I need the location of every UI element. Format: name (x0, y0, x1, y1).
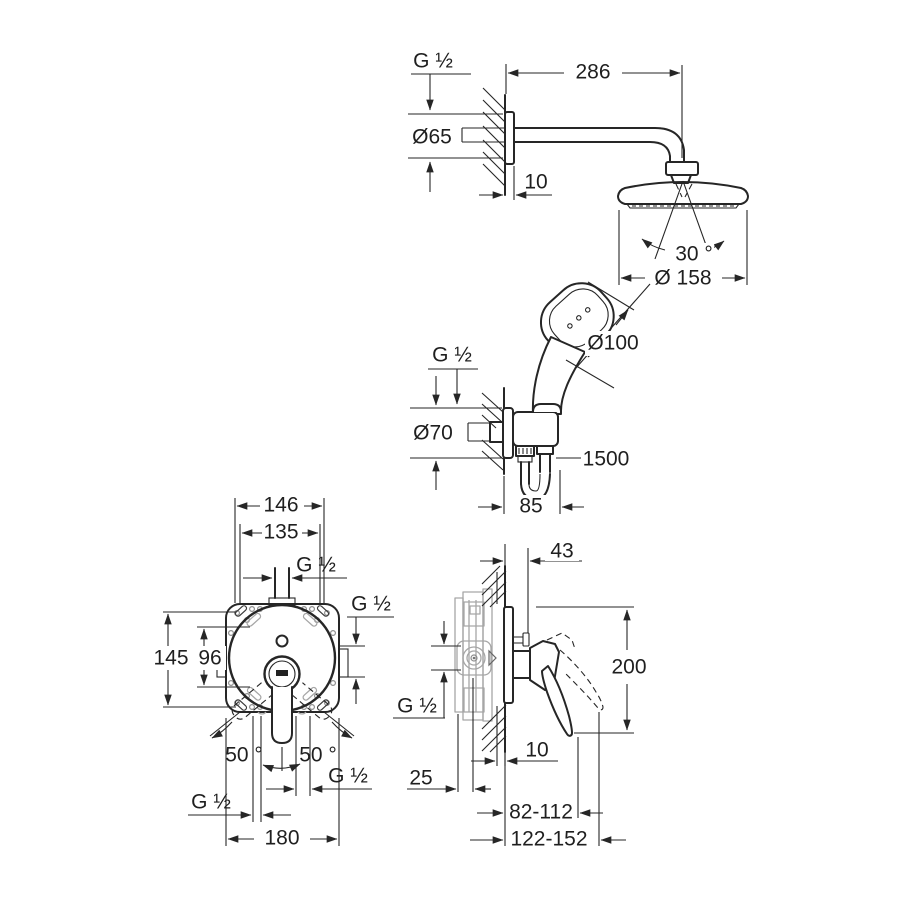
screw-hole (275, 634, 289, 648)
dim-arm-projection: 286 (505, 60, 683, 158)
holder-body (512, 411, 559, 447)
callout-thread-flange: G ½ Ø65 (406, 50, 503, 192)
dim-width-holes: 135 (239, 521, 321, 603)
callout-thread-top: G ½ (243, 554, 347, 582)
dim-head-dia: Ø100 (565, 281, 651, 389)
flow-direction-marker (488, 649, 497, 667)
thread-top-label: G ½ (296, 554, 336, 577)
dim-43-label: 43 (550, 540, 573, 563)
thread-right-label: G ½ (351, 593, 391, 616)
dim-85-label: 85 (519, 495, 542, 518)
dim-50deg-right-label: 50 ° (299, 744, 337, 767)
wall-section (481, 387, 505, 475)
dim-122-152-label: 122-152 (510, 828, 587, 851)
shower-hose (515, 445, 554, 500)
callout-thread-bottom-right: G ½ (266, 716, 372, 796)
top-outlet-pipe (274, 567, 290, 599)
dim-height-outer: 145 (148, 611, 236, 708)
lever-handle (271, 686, 293, 744)
dim-height: 200 (536, 606, 647, 734)
adjustment-pin (513, 632, 530, 647)
dim-135-label: 135 (263, 521, 298, 544)
corner-slots (234, 605, 330, 715)
dim-head-dia: Ø 158 (618, 210, 748, 290)
dim-30deg-label: 30 ° (675, 243, 713, 266)
dim-10-label: 10 (524, 171, 547, 194)
dim-hose-length: 1500 (556, 448, 629, 471)
head-shower-view: 286 G ½ Ø65 10 30 ° (406, 50, 749, 290)
arm-wall-flange (504, 111, 515, 165)
dim-flange-dia-label: Ø65 (412, 126, 452, 149)
handle-alt-position-lever (559, 649, 604, 711)
handle-alt-position-cone (546, 632, 576, 650)
holder-flange (502, 407, 514, 459)
dim-wall-offset: 85 (478, 470, 584, 518)
dim-plate-thickness: 10 (479, 166, 552, 200)
dim-1500-label: 1500 (583, 448, 630, 471)
dim-pin-depth: 43 (480, 540, 582, 633)
mixer-side-view: 43 200 G ½ 25 10 (393, 540, 647, 851)
hand-shower-handle (531, 336, 586, 415)
escutcheon-edge (503, 606, 514, 704)
dim-180-label: 180 (264, 827, 299, 850)
dim-145-label: 145 (153, 647, 188, 670)
wall-section (481, 565, 507, 753)
rough-in-body (454, 588, 497, 722)
dim-158-label: Ø 158 (654, 267, 711, 290)
dim-flange-dia-label: Ø70 (413, 422, 453, 445)
shower-arm (461, 111, 699, 184)
dim-10-side-label: 10 (525, 739, 548, 762)
dim-100-label: Ø100 (587, 332, 638, 355)
dim-install-range-min: 82-112 (477, 737, 603, 846)
dim-286-label: 286 (575, 61, 610, 84)
thread-supply-label: G ½ (397, 695, 437, 718)
dim-width-total: 180 (225, 718, 340, 850)
callout-thread-supply: G ½ (393, 621, 461, 719)
dim-82-112-label: 82-112 (509, 801, 573, 824)
side-port-right (338, 648, 349, 678)
thread-bottom-right-label: G ½ (328, 765, 368, 788)
thread-label: G ½ (432, 344, 472, 367)
dim-port-depth: 25 (407, 678, 491, 793)
dim-height-holes: 96 (196, 626, 250, 688)
mixer-front-view: 50 ° 50 ° 146 135 G ½ G ½ (148, 494, 394, 850)
shower-head (617, 181, 749, 209)
dim-swivel-angle: 30 ° (641, 180, 725, 266)
dim-96-label: 96 (198, 647, 221, 670)
supply-stub (489, 421, 504, 443)
callout-thread-flange: G ½ Ø70 (408, 344, 502, 490)
cartridge-stem (512, 650, 531, 679)
wall-holder (467, 403, 562, 459)
dim-tile-thickness: 10 (471, 739, 558, 766)
dim-width-outer: 146 (234, 494, 325, 603)
callout-thread-right: G ½ (340, 593, 394, 704)
dim-200-label: 200 (611, 656, 646, 679)
dim-146-label: 146 (263, 494, 298, 517)
dim-50deg-left-label: 50 ° (225, 744, 263, 767)
thread-label-top: G ½ (413, 50, 453, 73)
hand-shower-view: G ½ Ø70 Ø100 1500 85 (408, 281, 651, 518)
handle-lever (541, 665, 573, 737)
handle-marker (276, 670, 288, 676)
thread-bottom-left-label: G ½ (191, 791, 231, 814)
callout-thread-bottom-left: G ½ (188, 716, 291, 822)
dim-install-range-max: 122-152 (470, 712, 626, 851)
ball-joint-nut (665, 161, 699, 176)
dim-25-label: 25 (409, 767, 432, 790)
